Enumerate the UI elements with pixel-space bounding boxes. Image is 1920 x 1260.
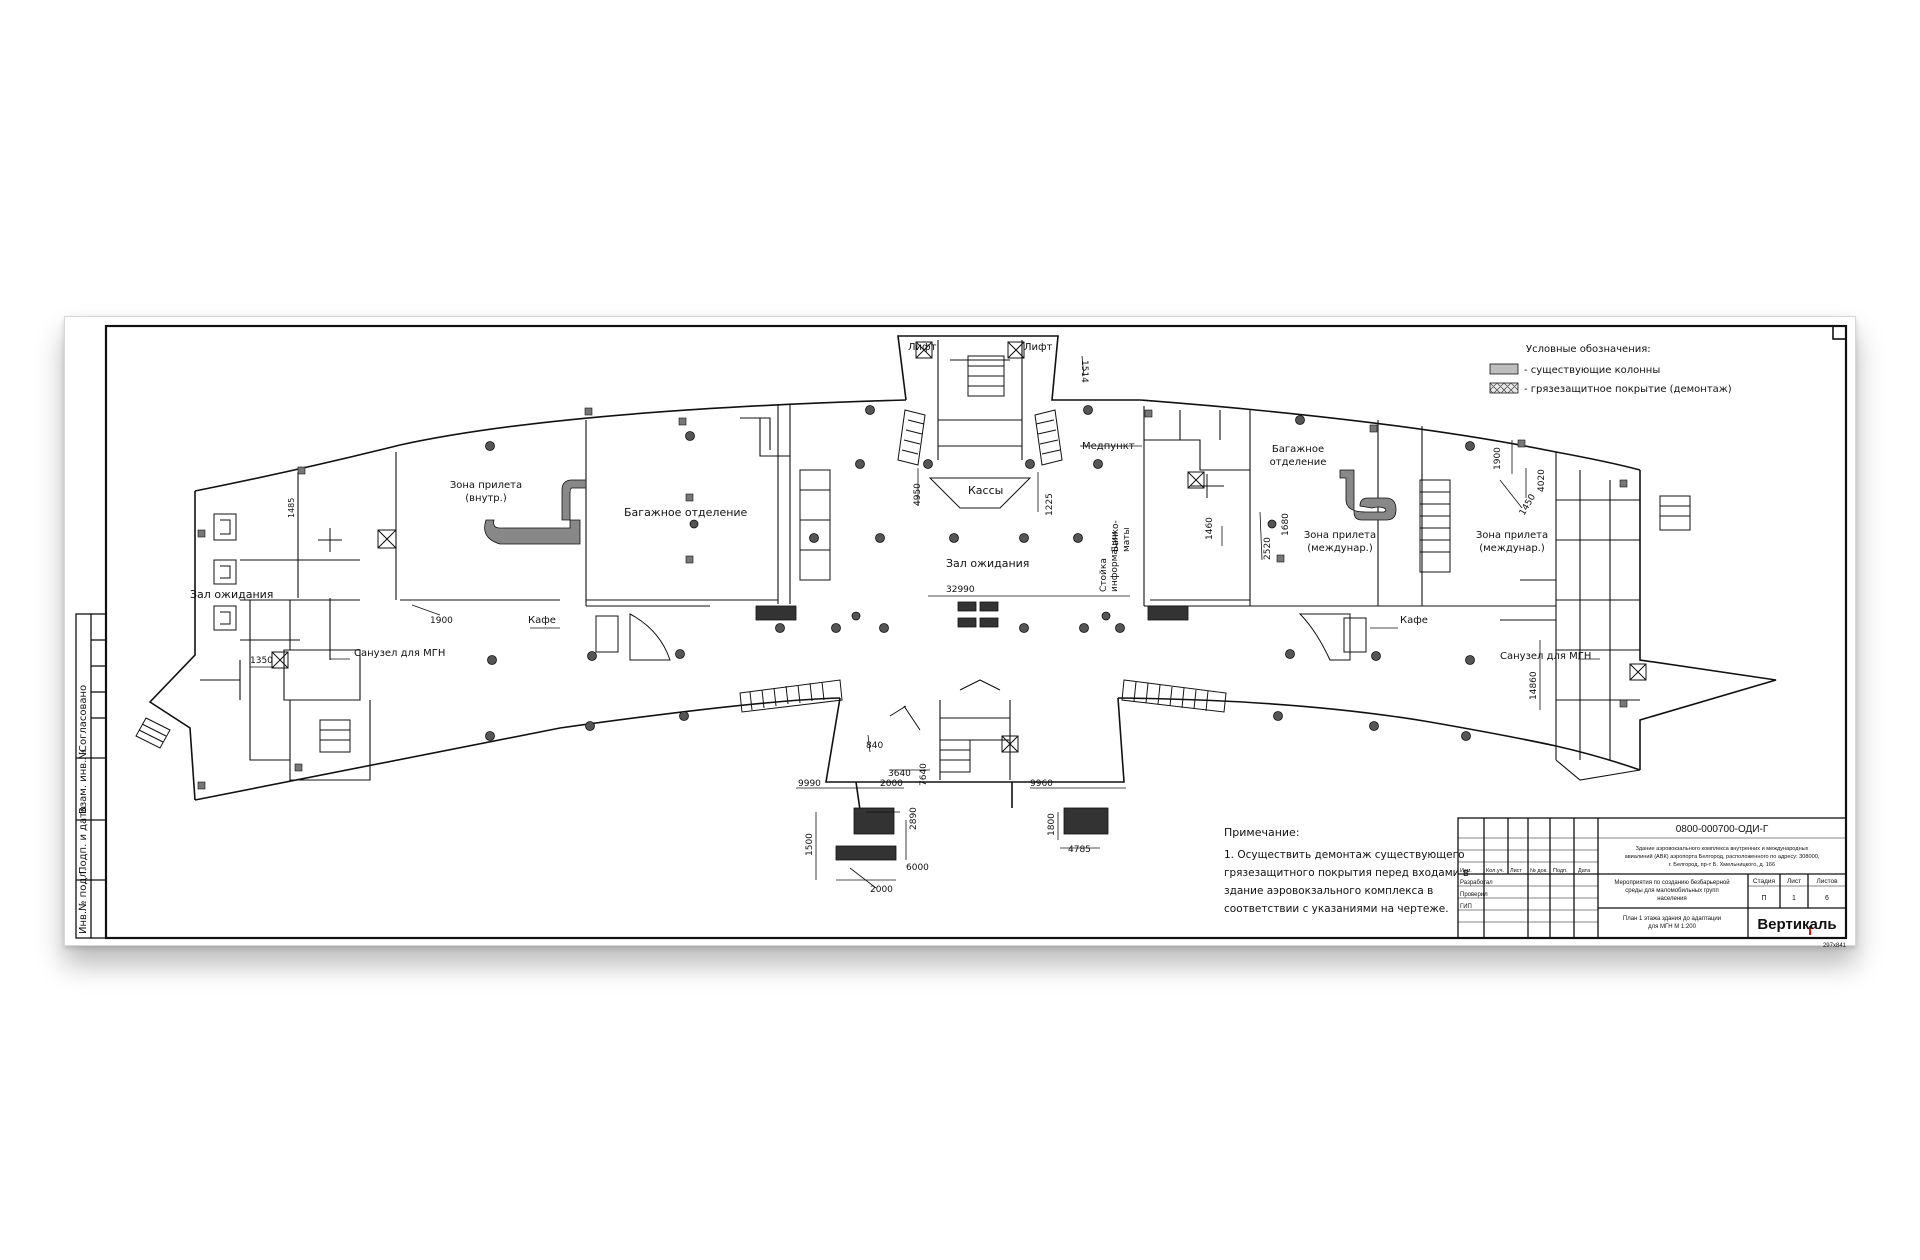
project-line-3: населения: [1657, 896, 1687, 902]
sheet-value: 1: [1792, 895, 1796, 902]
project-line-2: среды для маломобильных групп: [1625, 888, 1718, 894]
stairs: [135, 355, 1691, 773]
room-info: Стойкаинформации: [1099, 531, 1120, 592]
dim-9960: 9960: [1030, 779, 1053, 789]
stage-value: П: [1761, 895, 1766, 902]
role-checker: Проверил: [1460, 892, 1488, 898]
dim-1460: 1460: [1205, 517, 1215, 540]
counters: [213, 341, 1647, 753]
col-data: Дата: [1578, 868, 1591, 874]
dim-3640: 3640: [888, 769, 911, 779]
room-cafe-right: Кафе: [1400, 615, 1428, 626]
mud-protection-mats: [755, 601, 1189, 861]
dim-7640: 7640: [919, 763, 929, 786]
dim-2000-bottom: 2000: [870, 885, 893, 895]
sheets-header: Листов: [1816, 878, 1838, 885]
room-lift-left: Лифт: [908, 342, 937, 353]
room-baggage-left: Багажное отделение: [624, 506, 748, 519]
dim-4950: 4950: [913, 483, 923, 506]
role-chief: ГИП: [1460, 904, 1472, 910]
room-wc-right: Санузел для МГН: [1500, 651, 1591, 662]
stamp-label-inv: Инв.№ подл.: [78, 868, 89, 934]
sheet-header: Лист: [1787, 878, 1801, 885]
dim-1514: 1514: [1079, 360, 1089, 383]
room-waiting-left: Зал ожидания: [190, 588, 273, 601]
note-title: Примечание:: [1224, 826, 1300, 839]
note-line-1: 1. Осуществить демонтаж существующего: [1224, 849, 1465, 861]
dim-2000-top: 2000: [880, 779, 903, 789]
sheets-value: 6: [1825, 895, 1829, 902]
col-podp: Подп.: [1553, 868, 1568, 874]
room-arrival-domestic: Зона прилета(внутр.): [450, 480, 522, 504]
col-ndok: № док.: [1530, 868, 1548, 874]
dim-6000: 6000: [906, 863, 929, 873]
dim-2520: 2520: [1263, 537, 1273, 560]
sheet-title-line-1: План 1 этажа здания до адаптации: [1623, 916, 1721, 922]
object-line-2: авиалиний (АВК) аэропорта Белгород, расп…: [1625, 853, 1820, 860]
project-line-1: Мероприятия по созданию безбарьерной: [1614, 879, 1729, 886]
stamp-label-replace: Взам. инв.№: [78, 749, 89, 814]
stage-header: Стадия: [1753, 878, 1776, 885]
stamp-label-sign: Подп. и дата: [78, 806, 89, 874]
frame-corner-mark: [1832, 325, 1847, 340]
baggage-conveyors: [484, 469, 1397, 545]
dim-840: 840: [866, 741, 883, 751]
dim-9990: 9990: [798, 779, 821, 789]
legend-title: Условные обозначения:: [1526, 344, 1651, 355]
note-line-4: соответствии с указаниями на чертеже.: [1224, 903, 1449, 915]
dim-1680: 1680: [1281, 513, 1291, 536]
square-columns: [197, 407, 1628, 790]
dimension-lines: [250, 355, 1541, 889]
dim-1225: 1225: [1045, 493, 1055, 516]
legend-swatches: [1489, 363, 1519, 394]
col-kolych: Кол.уч.: [1486, 868, 1504, 874]
room-arrival-intl-right: Зона прилета(междунар.): [1476, 530, 1548, 554]
room-wc-left: Санузел для МГН: [354, 648, 445, 659]
legend-item-columns: - существующие колонны: [1524, 365, 1660, 376]
room-cafe-left: Кафе: [528, 615, 556, 626]
dim-1485: 1485: [287, 498, 296, 518]
object-line-3: г. Белгород, пр-т Б. Хмельницкого, д. 16…: [1669, 862, 1775, 868]
paper-format: 297х841: [1823, 943, 1847, 949]
object-line-1: Здание аэровокзального комплекса внутрен…: [1636, 846, 1809, 852]
interior-walls: [200, 340, 1641, 781]
note-line-3: здание аэровокзального комплекса в: [1224, 885, 1433, 897]
sheet-title-line-2: для МГН М 1:200: [1648, 924, 1697, 930]
room-lift-right: Лифт: [1024, 342, 1053, 353]
role-developer: Разработал: [1460, 880, 1493, 886]
company-accent: [1809, 926, 1811, 935]
room-medpunkt: Медпункт: [1082, 441, 1135, 452]
dim-14860: 14860: [1529, 671, 1539, 700]
stamp-label-agreed: Согласовано: [78, 685, 89, 752]
company-name: Вертикаль: [1757, 916, 1836, 933]
room-bankomaty: Банко-маты: [1111, 520, 1132, 552]
room-waiting-center: Зал ожидания: [946, 557, 1029, 570]
building-outline: [148, 335, 1777, 811]
dim-32990: 32990: [946, 585, 975, 595]
dim-4785: 4785: [1068, 845, 1091, 855]
dim-2890: 2890: [909, 807, 919, 830]
title-block-grid: [1457, 817, 1847, 939]
dim-1800: 1800: [1047, 813, 1057, 836]
doc-code: 0800-000700-ОДИ-Г: [1676, 824, 1769, 835]
note-line-2: грязезащитного покрытия перед входами в: [1224, 867, 1469, 879]
side-stamp: [75, 613, 107, 939]
room-arrival-intl-center: Зона прилета(междунар.): [1304, 530, 1376, 554]
dim-4020: 4020: [1537, 469, 1547, 492]
dim-1500: 1500: [805, 833, 815, 856]
legend-item-mats: - грязезащитное покрытие (демонтаж): [1524, 384, 1732, 395]
columns: [485, 405, 1475, 741]
drawing-sheet: [64, 316, 1856, 946]
dim-1350: 1350: [250, 656, 273, 666]
dim-1900-right: 1900: [1493, 447, 1503, 470]
leaders: [330, 445, 1600, 660]
col-list: Лист: [1510, 868, 1522, 874]
col-izm: Изм.: [1460, 868, 1472, 874]
room-kassy: Кассы: [968, 484, 1003, 497]
dim-1450: 1450: [1518, 492, 1538, 517]
dim-1900-left: 1900: [430, 616, 453, 626]
